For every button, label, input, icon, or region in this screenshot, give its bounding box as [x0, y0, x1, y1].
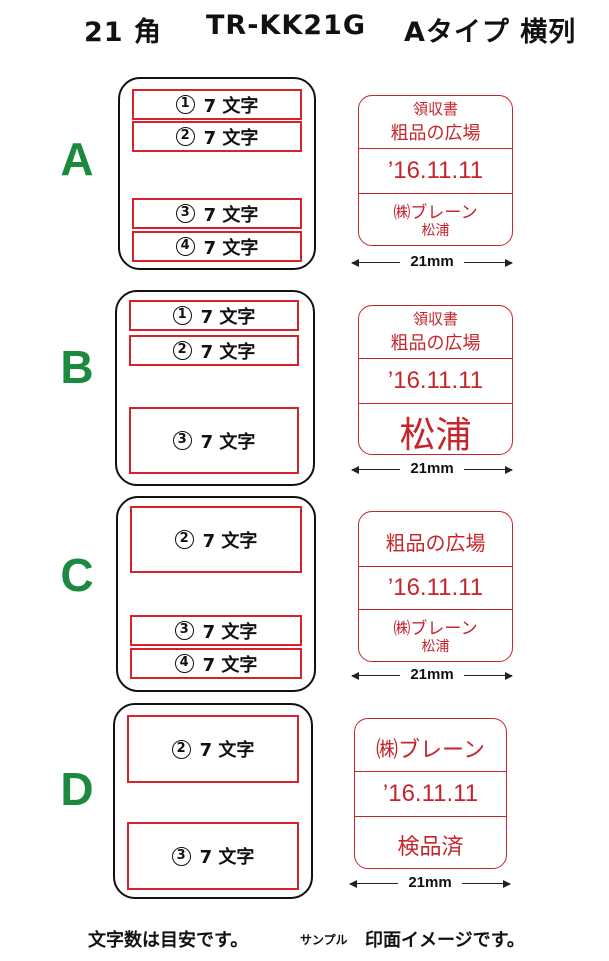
- dimension-d: 21mm: [349, 874, 512, 894]
- field-a-2: 2 7 文字: [132, 121, 302, 152]
- section-b-letter: B: [60, 341, 94, 393]
- stamp-divider: [359, 148, 512, 149]
- stamp-date: ’16.11.11: [387, 367, 484, 394]
- field-label: 7 文字: [200, 341, 256, 363]
- arrow-right-icon: [464, 671, 513, 680]
- layout-a: 1 7 文字 2 7 文字 3 7 文字 4 7 文字: [118, 77, 316, 270]
- stamp-line: 松浦: [421, 223, 450, 239]
- field-number: 2: [175, 127, 195, 146]
- stamp-line: 松浦: [399, 415, 472, 456]
- arrow-left-icon: [351, 258, 400, 267]
- stamp-line: 粗品の広場: [390, 333, 481, 354]
- field-label: 7 文字: [203, 237, 259, 259]
- field-number: 3: [171, 846, 191, 866]
- stamp-divider: [355, 816, 506, 817]
- arrow-left-icon: [351, 465, 400, 474]
- dimension-label: 21mm: [410, 666, 454, 683]
- field-c-3: 3 7 文字: [130, 615, 302, 646]
- stamp-line: 領収書: [412, 100, 458, 118]
- footer-sample: サンプル: [300, 933, 348, 947]
- field-number: 3: [175, 204, 195, 223]
- stamp-date: ’16.11.11: [382, 780, 479, 807]
- field-number: 3: [174, 621, 194, 640]
- stamp-c: 粗品の広場 ’16.11.11 ㈱ブレーン 松浦: [358, 511, 513, 662]
- stamp-line: 検品済: [397, 835, 464, 860]
- footer-note2: 印面イメージです。: [365, 930, 525, 951]
- section-a-letter: A: [60, 133, 94, 185]
- field-a-4: 4 7 文字: [132, 231, 302, 262]
- field-number: 1: [172, 306, 192, 325]
- field-b-1: 1 7 文字: [129, 300, 299, 331]
- field-label: 7 文字: [200, 431, 256, 453]
- field-label: 7 文字: [199, 740, 255, 761]
- title-size: 21 角: [84, 17, 162, 48]
- field-d-2: 2 7 文字: [127, 715, 299, 783]
- dimension-label: 21mm: [410, 460, 454, 477]
- field-number: 4: [174, 654, 194, 673]
- dimension-c: 21mm: [351, 666, 514, 686]
- section-c-letter: C: [60, 549, 94, 601]
- stamp-divider: [355, 771, 506, 772]
- arrow-left-icon: [351, 671, 400, 680]
- field-number: 2: [171, 739, 191, 759]
- stamp-divider: [359, 358, 512, 359]
- dimension-label: 21mm: [408, 874, 452, 891]
- field-number: 2: [174, 530, 194, 549]
- field-b-2: 2 7 文字: [129, 335, 299, 366]
- layout-d: 2 7 文字 3 7 文字: [113, 703, 313, 899]
- field-label: 7 文字: [203, 95, 259, 117]
- field-b-3: 3 7 文字: [129, 407, 299, 474]
- stamp-b: 領収書 粗品の広場 ’16.11.11 松浦: [358, 305, 513, 456]
- field-c-4: 4 7 文字: [130, 648, 302, 679]
- dimension-label: 21mm: [410, 253, 454, 270]
- stamp-line: ㈱ブレーン: [376, 738, 485, 763]
- layout-b: 1 7 文字 2 7 文字 3 7 文字: [115, 290, 315, 486]
- stamp-line: ㈱ブレーン: [393, 203, 478, 223]
- field-a-1: 1 7 文字: [132, 89, 302, 120]
- field-label: 7 文字: [202, 530, 258, 552]
- field-a-3: 3 7 文字: [132, 198, 302, 229]
- field-label: 7 文字: [203, 127, 259, 149]
- footer-note: 文字数は目安です。: [88, 930, 249, 951]
- stamp-line: 領収書: [412, 310, 458, 328]
- section-d-letter: D: [60, 763, 94, 815]
- stamp-date: ’16.11.11: [387, 157, 484, 184]
- field-label: 7 文字: [202, 654, 258, 676]
- stamp-line: 粗品の広場: [385, 531, 486, 555]
- field-number: 1: [175, 95, 195, 114]
- stamp-d: ㈱ブレーン ’16.11.11 検品済: [354, 718, 507, 869]
- arrow-right-icon: [464, 258, 513, 267]
- field-number: 3: [172, 431, 192, 450]
- dimension-a: 21mm: [351, 253, 514, 273]
- field-number: 2: [172, 341, 192, 360]
- stamp-line: 粗品の広場: [390, 123, 481, 144]
- title-model: TR-KK21G: [206, 10, 366, 41]
- layout-c: 2 7 文字 3 7 文字 4 7 文字: [116, 496, 316, 692]
- stamp-date: ’16.11.11: [387, 574, 484, 601]
- dimension-b: 21mm: [351, 460, 514, 480]
- stamp-line: 松浦: [421, 639, 450, 655]
- field-d-3: 3 7 文字: [127, 822, 299, 890]
- field-c-2: 2 7 文字: [130, 506, 302, 573]
- stamp-divider: [359, 566, 512, 567]
- page-title: 21 角 TR-KK21G Aタイプ 横列: [0, 6, 609, 48]
- field-label: 7 文字: [202, 621, 258, 643]
- field-label: 7 文字: [203, 204, 259, 226]
- field-number: 4: [175, 237, 195, 256]
- field-label: 7 文字: [199, 847, 255, 868]
- arrow-right-icon: [462, 879, 511, 888]
- arrow-left-icon: [349, 879, 398, 888]
- stamp-line: ㈱ブレーン: [393, 619, 478, 639]
- arrow-right-icon: [464, 465, 513, 474]
- field-label: 7 文字: [200, 306, 256, 328]
- title-type: Aタイプ 横列: [404, 17, 577, 48]
- stamp-divider: [359, 403, 512, 404]
- stamp-a: 領収書 粗品の広場 ’16.11.11 ㈱ブレーン 松浦: [358, 95, 513, 246]
- stamp-divider: [359, 193, 512, 194]
- stamp-divider: [359, 609, 512, 610]
